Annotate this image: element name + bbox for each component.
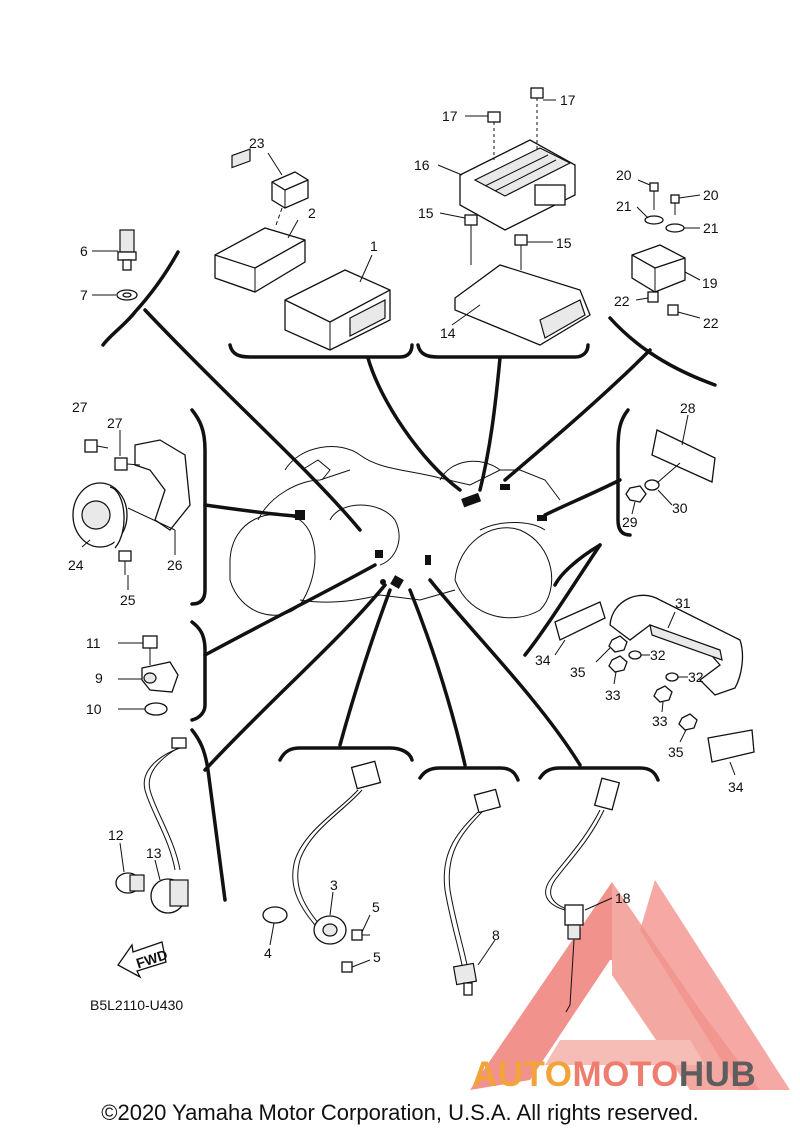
callout-24: 24 bbox=[68, 557, 84, 573]
callout-22a: 22 bbox=[614, 293, 630, 309]
callout-15a: 15 bbox=[418, 205, 434, 221]
callout-25: 25 bbox=[120, 592, 136, 608]
callout-6: 6 bbox=[80, 243, 88, 259]
part-bolt-25 bbox=[118, 550, 132, 590]
part-sensor-6 bbox=[92, 229, 137, 271]
part-sensor-12 bbox=[115, 842, 145, 894]
callout-34b: 34 bbox=[728, 779, 744, 795]
part-bolt-11 bbox=[118, 635, 158, 665]
callout-26: 26 bbox=[167, 557, 183, 573]
callout-10: 10 bbox=[86, 701, 102, 717]
part-bracket-14 bbox=[451, 264, 591, 346]
part-gasket-7 bbox=[92, 289, 138, 301]
callout-5b: 5 bbox=[373, 949, 381, 965]
part-o2-sensor-8 bbox=[443, 788, 502, 996]
leader-lines bbox=[143, 308, 652, 772]
callout-20b: 20 bbox=[703, 187, 719, 203]
callout-20a: 20 bbox=[616, 167, 632, 183]
drawing-code: B5L2110-U430 bbox=[90, 997, 183, 1013]
part-sensor-19 bbox=[631, 244, 701, 293]
callout-31: 31 bbox=[675, 595, 691, 611]
callout-33b: 33 bbox=[652, 713, 668, 729]
part-washer-32 bbox=[628, 650, 688, 682]
part-sensor-18 bbox=[545, 777, 621, 1013]
callout-5a: 5 bbox=[372, 899, 380, 915]
callout-30: 30 bbox=[672, 500, 688, 516]
watermark-logo bbox=[470, 880, 790, 1090]
part-wire-13 bbox=[143, 737, 187, 871]
part-washer-21 bbox=[636, 206, 700, 233]
callout-12: 12 bbox=[108, 827, 124, 843]
bike-mount-marks bbox=[295, 484, 547, 589]
callout-3: 3 bbox=[330, 877, 338, 893]
part-oring-4 bbox=[262, 906, 288, 946]
part-nut-29 bbox=[625, 485, 647, 515]
watermark-moto: MOTO bbox=[572, 1055, 679, 1094]
callout-4: 4 bbox=[264, 945, 272, 961]
callout-1: 1 bbox=[370, 238, 378, 254]
callout-28: 28 bbox=[680, 400, 696, 416]
copyright-notice: ©2020 Yamaha Motor Corporation, U.S.A. A… bbox=[101, 1100, 699, 1125]
motorcycle-outline bbox=[229, 446, 561, 619]
callout-16: 16 bbox=[414, 157, 430, 173]
callout-17a: 17 bbox=[442, 108, 458, 124]
watermark-text: AUTOMOTOHUB bbox=[472, 1055, 756, 1095]
callout-34a: 34 bbox=[535, 652, 551, 668]
callout-14: 14 bbox=[440, 325, 456, 341]
part-nut-35 bbox=[595, 635, 698, 743]
part-sensor-13 bbox=[150, 859, 189, 914]
part-wire-3 bbox=[292, 760, 382, 945]
callout-32b: 32 bbox=[688, 669, 704, 685]
part-bolt-5 bbox=[341, 914, 371, 973]
part-bolt-27 bbox=[84, 430, 141, 471]
group-brackets bbox=[101, 250, 717, 902]
callout-7: 7 bbox=[80, 287, 88, 303]
callout-23: 23 bbox=[249, 135, 265, 151]
callout-21a: 21 bbox=[616, 198, 632, 214]
callout-27a: 27 bbox=[72, 399, 88, 415]
fwd-arrow-icon: FWD bbox=[117, 941, 169, 979]
part-horn-24 bbox=[72, 482, 128, 549]
callout-35b: 35 bbox=[668, 744, 684, 760]
callout-18: 18 bbox=[615, 890, 631, 906]
callout-29: 29 bbox=[622, 514, 638, 530]
part-bolt-17 bbox=[465, 87, 556, 160]
part-reflector-34 bbox=[554, 601, 755, 776]
callout-19: 19 bbox=[702, 275, 718, 291]
part-regulator-16 bbox=[437, 139, 576, 231]
part-holder-2 bbox=[214, 148, 306, 293]
callout-17b: 17 bbox=[560, 92, 576, 108]
callout-21b: 21 bbox=[703, 220, 719, 236]
part-bolt-15 bbox=[439, 212, 553, 270]
part-bolt-20 bbox=[637, 179, 701, 215]
callout-13: 13 bbox=[146, 845, 162, 861]
callout-11: 11 bbox=[86, 635, 101, 651]
callout-27b: 27 bbox=[107, 415, 123, 431]
callout-33a: 33 bbox=[605, 687, 621, 703]
part-bracket-26 bbox=[127, 439, 191, 555]
part-washer-30 bbox=[644, 462, 681, 506]
callout-35a: 35 bbox=[570, 664, 586, 680]
callout-22b: 22 bbox=[703, 315, 719, 331]
part-ecu-1 bbox=[284, 254, 391, 351]
part-sensor-9 bbox=[118, 661, 179, 693]
callout-8: 8 bbox=[492, 927, 500, 943]
part-relay-23 bbox=[267, 152, 309, 229]
part-reflector-28 bbox=[651, 414, 716, 483]
callout-2: 2 bbox=[308, 205, 316, 221]
callout-32a: 32 bbox=[650, 647, 666, 663]
callout-labels: 1 2 3 4 5 5 6 7 8 9 10 11 12 13 14 15 15… bbox=[68, 92, 744, 1013]
watermark-hub: HUB bbox=[678, 1055, 757, 1094]
part-nut-22 bbox=[635, 291, 701, 319]
part-bracket-31 bbox=[609, 594, 744, 696]
watermark-auto: AUTO bbox=[472, 1055, 573, 1094]
callout-9: 9 bbox=[95, 670, 103, 686]
part-nut-33 bbox=[608, 655, 673, 713]
part-oring-10 bbox=[118, 702, 168, 716]
callout-15b: 15 bbox=[556, 235, 572, 251]
